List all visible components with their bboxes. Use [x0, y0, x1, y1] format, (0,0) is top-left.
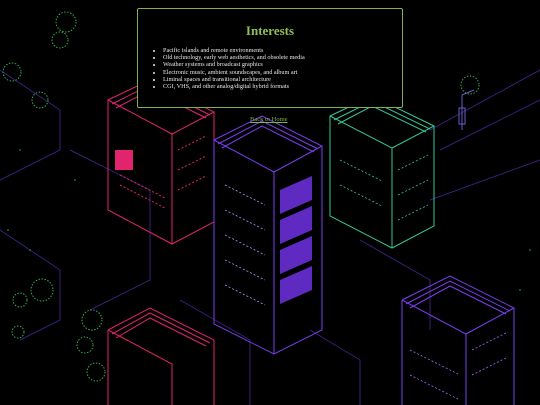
page-title: Interests	[245, 23, 295, 38]
list-item: Old technology, early web aesthetics, an…	[163, 54, 392, 61]
back-to-home-link[interactable]: Back to Home	[250, 116, 288, 123]
interests-panel: Interests Pacific islands and remote env…	[137, 8, 403, 108]
list-item: Weather systems and broadcast graphics	[163, 61, 392, 68]
list-item: Liminal spaces and transitional architec…	[163, 76, 392, 83]
interests-list: Pacific islands and remote environments …	[148, 47, 392, 90]
list-item: Pacific islands and remote environments	[163, 47, 392, 54]
list-item: Electronic music, ambient soundscapes, a…	[163, 69, 392, 76]
list-item: CGI, VHS, and other analog/digital hybri…	[163, 83, 392, 90]
